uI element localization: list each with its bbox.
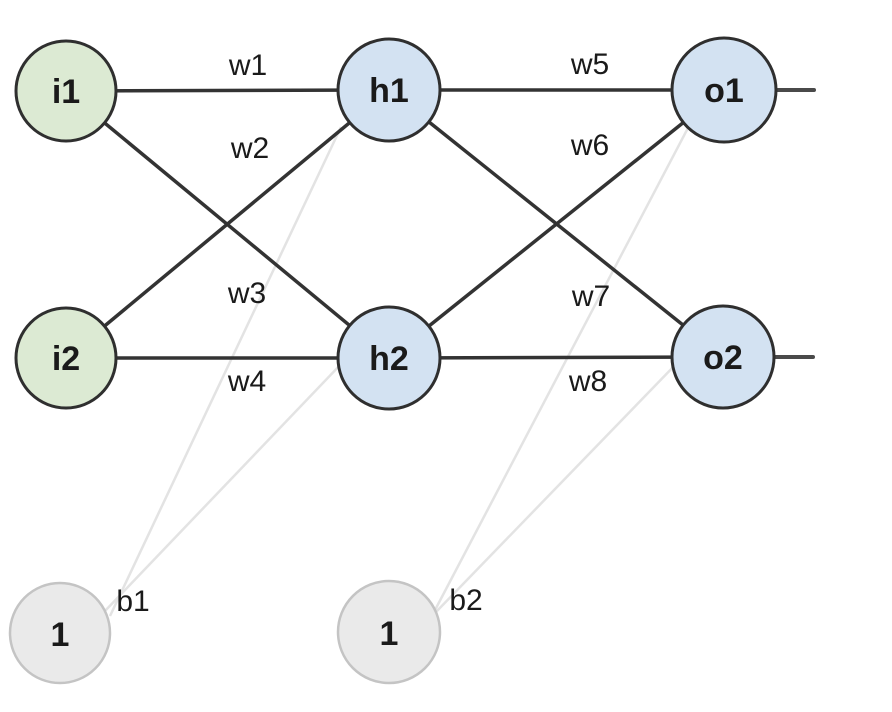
node-o2-circle: [670, 304, 776, 410]
edge-b2-o1: [432, 125, 691, 613]
weight-label-w7: w7: [571, 280, 610, 313]
edge-h2-o2: [388, 355, 724, 360]
node-h1: h1: [336, 37, 442, 143]
node-i2: i2: [14, 306, 118, 410]
node-o1-circle: [670, 36, 778, 144]
edge-h2-o1: [387, 88, 726, 360]
node-bias2-circle: [336, 579, 442, 685]
output-lines: [772, 88, 816, 359]
node-o2: o2: [670, 304, 776, 410]
weight-label-w1: w1: [228, 49, 267, 82]
node-h1-circle: [336, 37, 442, 143]
node-i1: i1: [14, 39, 118, 143]
weight-label-w6: w6: [570, 129, 609, 162]
weight-label-w8: w8: [568, 365, 607, 398]
connection-lines: [64, 88, 726, 360]
edge-b2-o2: [435, 360, 680, 613]
weight-label-w3: w3: [227, 277, 266, 310]
nodes: i1 i2 h1 h2 o1 o2: [8, 36, 778, 685]
weight-label-w4: w4: [227, 365, 266, 398]
edge-i2-h1: [64, 88, 391, 360]
node-bias2-label: 1: [380, 615, 399, 653]
node-h2: h2: [336, 305, 442, 411]
weight-label-w5: w5: [570, 48, 609, 81]
node-bias1: 1: [8, 581, 112, 685]
edge-b1-h2: [103, 361, 344, 613]
node-bias1-label: 1: [51, 616, 70, 654]
bias-connection-lines: [103, 125, 691, 617]
node-i1-label: i1: [52, 73, 80, 111]
bias-label-b1: b1: [116, 585, 149, 618]
edge-b1-h1: [108, 126, 343, 617]
node-o1-label: o1: [704, 72, 744, 110]
node-h2-label: h2: [369, 340, 409, 378]
bias-label-b2: b2: [449, 584, 482, 617]
edge-i1-h1: [65, 88, 390, 93]
node-bias1-circle: [8, 581, 112, 685]
node-h2-circle: [336, 305, 442, 411]
weight-label-w2: w2: [230, 132, 269, 165]
node-h1-label: h1: [369, 72, 409, 110]
node-i2-label: i2: [52, 340, 80, 378]
node-o2-label: o2: [703, 339, 743, 377]
node-bias2: 1: [336, 579, 442, 685]
weight-labels: w1 w2 w3 w4 w5 w6 w7 w8 b1 b2: [116, 48, 610, 618]
node-i2-circle: [14, 306, 118, 410]
node-i1-circle: [14, 39, 118, 143]
node-o1: o1: [670, 36, 778, 144]
